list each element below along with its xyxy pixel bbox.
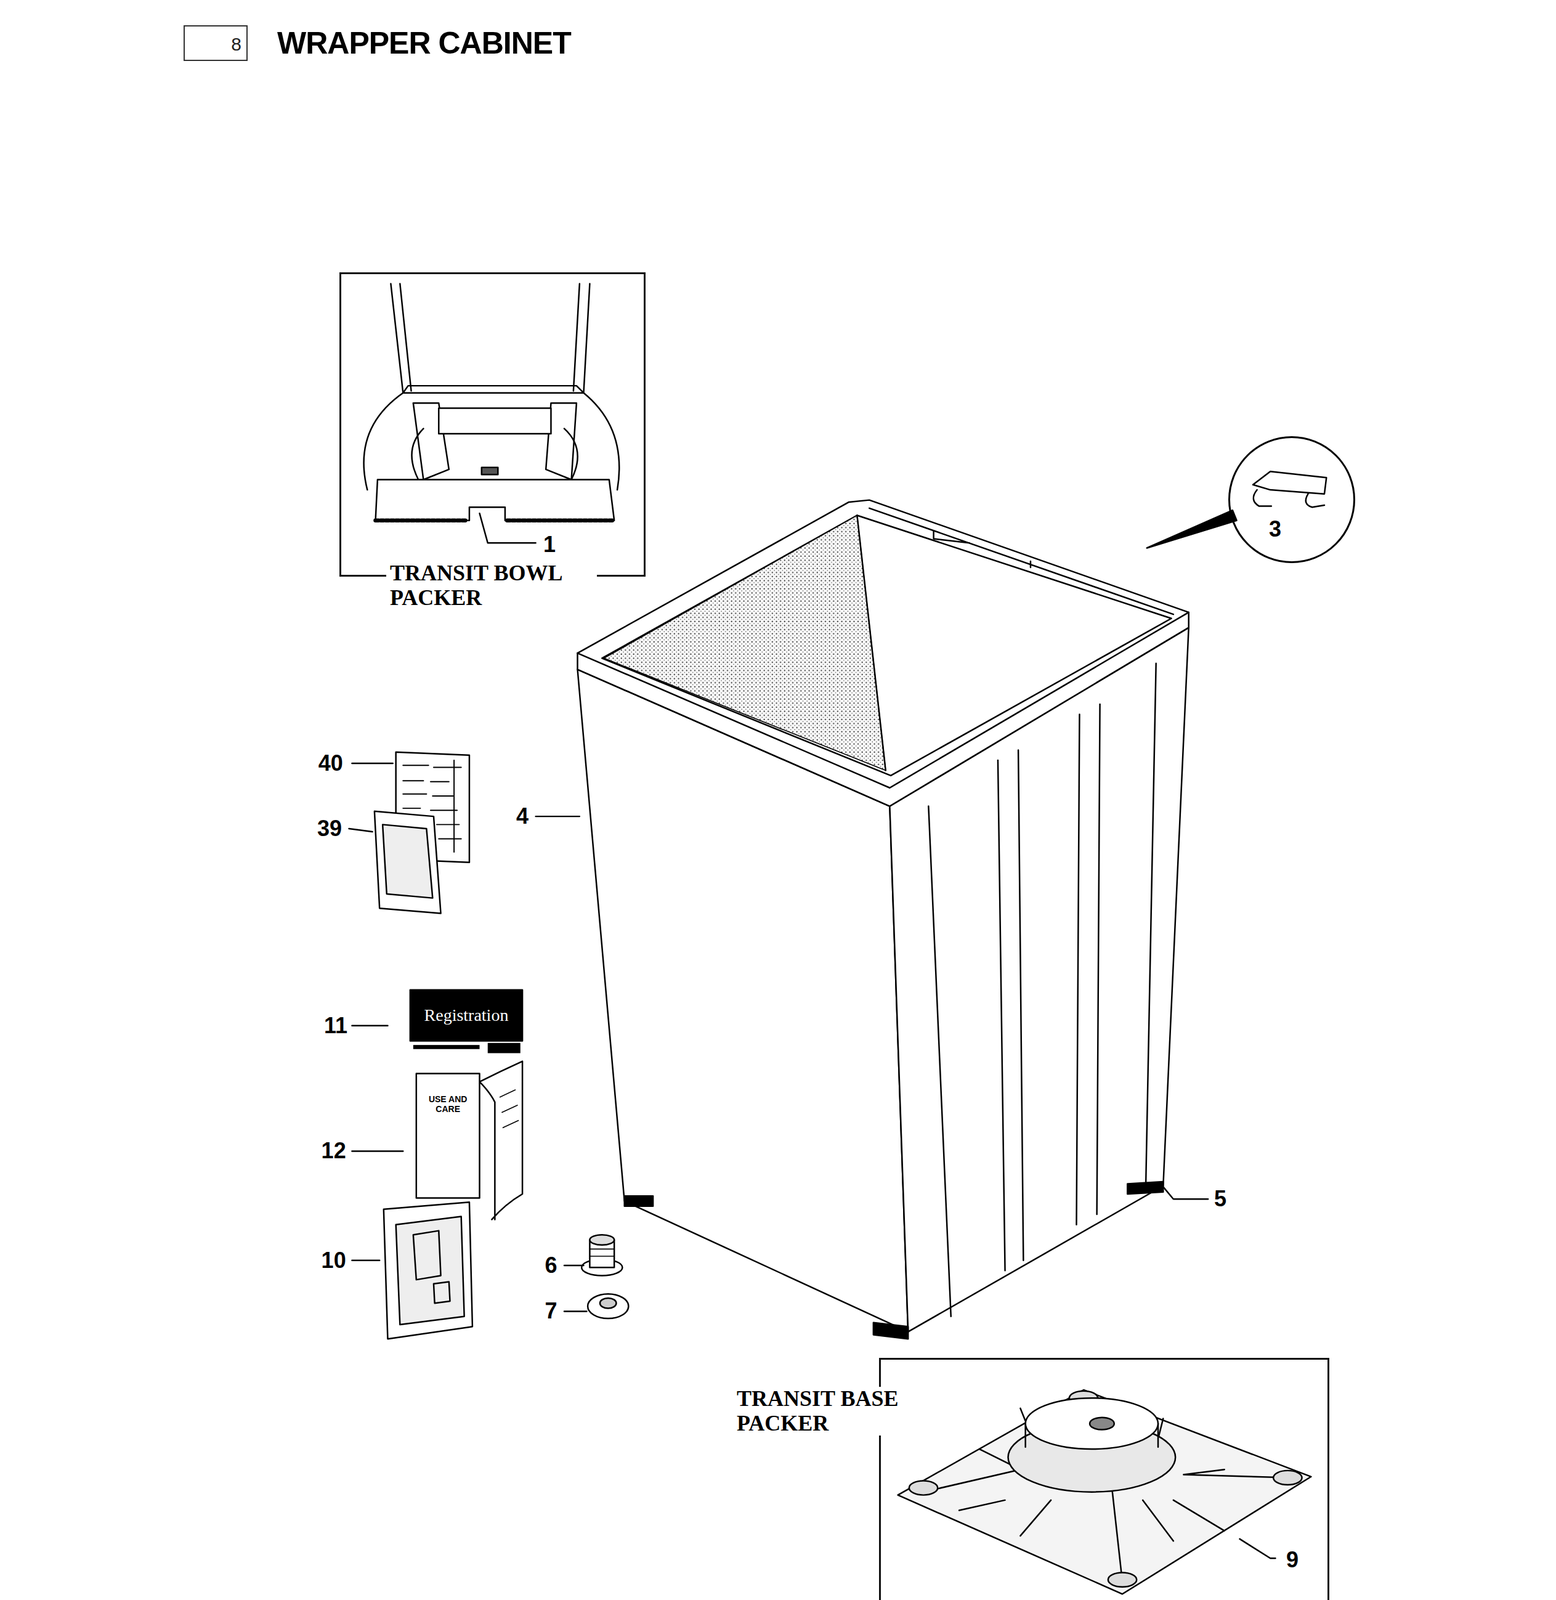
booklet-page-lines xyxy=(500,1089,519,1128)
bag xyxy=(374,811,442,914)
leader-line xyxy=(351,762,393,764)
bag-insert xyxy=(382,824,433,898)
callout-number: 39 xyxy=(317,815,342,841)
bag xyxy=(383,1201,473,1339)
bowl-back-plate xyxy=(438,408,551,434)
base-bump xyxy=(1108,1572,1137,1587)
leader-line xyxy=(564,1264,584,1266)
cabinet-inner-edges xyxy=(856,508,1173,771)
inset-frame: TRANSIT BOWL PACKER1 xyxy=(339,272,646,577)
leader-line xyxy=(564,1310,587,1312)
text-wrap: 9 xyxy=(1286,1546,1299,1573)
booklet-text: USE AND CARE xyxy=(425,1094,471,1114)
bowl-packer-hole xyxy=(481,467,499,475)
bowl-posts xyxy=(390,283,590,393)
text-wrap: 3 xyxy=(1268,516,1282,542)
diagram-title: WRAPPER CABINET xyxy=(277,25,572,61)
text-wrap: 8 xyxy=(230,33,242,56)
title-wrap: WRAPPER CABINET xyxy=(277,25,572,61)
base-packer-ribs xyxy=(923,1397,1291,1582)
washer-hole xyxy=(599,1297,617,1309)
cabinet-foot xyxy=(873,1322,908,1340)
cabinet-inner-wall xyxy=(604,514,886,770)
label-wrap: 40 xyxy=(318,750,344,776)
label-wrap: 10 xyxy=(321,1247,347,1273)
callout-number: 40 xyxy=(318,750,344,776)
label-wrap: 7 xyxy=(544,1298,557,1324)
callout-number: 10 xyxy=(321,1247,347,1273)
label-wrap: USE AND CARE xyxy=(425,1094,471,1114)
callout-number: 1 xyxy=(543,531,556,557)
plug-threads xyxy=(589,1248,615,1257)
bowl-packer-beads xyxy=(375,518,615,523)
figure-number: 8 xyxy=(230,33,242,56)
callout-number: 12 xyxy=(321,1138,347,1164)
inset-heading: TRANSIT BASE PACKER xyxy=(733,1386,944,1436)
leader-line xyxy=(479,513,536,543)
label-wrap: 39 xyxy=(317,815,342,841)
callout-number: 7 xyxy=(544,1298,557,1324)
callout-number: 9 xyxy=(1286,1546,1299,1573)
cabinet-opening xyxy=(601,514,1172,775)
base-packer xyxy=(898,1389,1312,1594)
callout-number: 3 xyxy=(1268,516,1282,542)
base-cylinder-top xyxy=(1025,1397,1159,1449)
registration-card-bar xyxy=(487,1042,521,1054)
callout-number: 6 xyxy=(544,1252,557,1278)
booklet-cover xyxy=(416,1073,480,1199)
bowl-tub xyxy=(364,385,620,490)
base-hole xyxy=(1089,1417,1115,1430)
card-text: Registration xyxy=(424,1005,509,1026)
label-wrap: 11 xyxy=(324,1012,348,1038)
label-wrap: 6 xyxy=(544,1252,557,1278)
washer xyxy=(587,1293,629,1319)
booklet-pages xyxy=(479,1061,523,1220)
registration-card-bar xyxy=(413,1044,480,1050)
callout-number: 11 xyxy=(324,1012,348,1038)
leader-line xyxy=(351,1150,403,1152)
bowl-drum xyxy=(411,428,578,480)
label-wrap: 5 xyxy=(1214,1186,1227,1212)
base-bump xyxy=(1273,1470,1302,1485)
leader-line xyxy=(351,1259,380,1261)
inset-frame: TRANSIT BASE PACKER9 xyxy=(879,1357,1330,1600)
bag-insert xyxy=(396,1215,465,1325)
cabinet-foot xyxy=(624,1195,653,1207)
leader-line xyxy=(535,815,580,817)
figure-number-box: 8 xyxy=(183,25,248,61)
label-wrap: 4 xyxy=(516,803,529,829)
plug-top xyxy=(589,1234,615,1245)
leader-line xyxy=(348,828,373,832)
leader-line xyxy=(351,1024,388,1026)
callout-number: 5 xyxy=(1214,1186,1227,1212)
inset-heading: TRANSIT BOWL PACKER xyxy=(386,561,597,610)
cabinet-ribs xyxy=(928,663,1156,1317)
label-wrap: 12 xyxy=(321,1138,347,1164)
callout-pointer xyxy=(1146,510,1237,548)
text-wrap: TRANSIT BOWL PACKER xyxy=(386,561,597,610)
base-bump xyxy=(909,1480,938,1495)
leader-line xyxy=(1239,1538,1276,1558)
bowl-packer-plate xyxy=(375,479,615,521)
cabinet-rim xyxy=(577,500,1189,807)
callout-number: 4 xyxy=(516,803,529,829)
bag-contents xyxy=(413,1230,451,1304)
leader-line xyxy=(1162,1186,1208,1199)
clip-part xyxy=(1252,471,1327,507)
cabinet-foot xyxy=(1127,1181,1163,1194)
text-wrap: TRANSIT BASE PACKER xyxy=(733,1386,944,1436)
detail-circle: 3 xyxy=(1228,436,1356,564)
registration-card xyxy=(410,989,523,1042)
label-wrap: Registration xyxy=(424,1005,509,1026)
text-wrap: 1 xyxy=(543,531,556,557)
